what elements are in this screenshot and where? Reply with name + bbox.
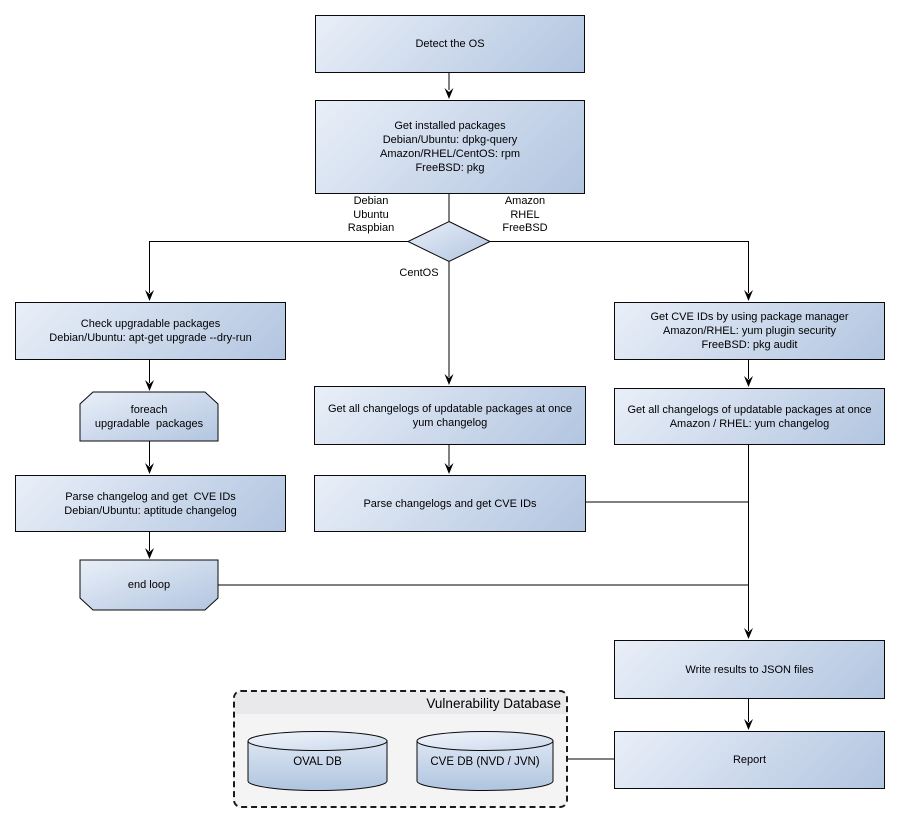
node-label: Parse changelog and get CVE IDs: [65, 490, 236, 503]
foreach-loop-text: foreach upgradable packages: [80, 392, 218, 441]
branch-label-debian-group: Debian Ubuntu Raspbian: [325, 195, 417, 236]
node-label: Report: [732, 754, 767, 766]
node-label: yum changelog: [412, 416, 488, 429]
branch-label-amazon-group: Amazon RHEL FreeBSD: [479, 195, 571, 236]
node-label: Amazon/RHEL: yum plugin security: [662, 325, 836, 337]
node-label: Get all changelogs of updatable packages…: [327, 402, 572, 415]
arrowhead: [145, 463, 154, 474]
node-label: Write results to JSON files: [685, 663, 814, 676]
node-parse-changelogs-centos: Parse changelogs and get CVE IDs: [314, 475, 586, 532]
node-get-installed-packages: Get installed packages Debian/Ubuntu: dp…: [315, 100, 585, 194]
branch-label: CentOS: [399, 267, 439, 279]
vulnerability-database-header: Vulnerability Database: [235, 692, 566, 714]
vulnerability-database-title: Vulnerability Database: [426, 695, 561, 711]
arrowhead: [145, 548, 154, 559]
node-get-cve-ids-package-manager: Get CVE IDs by using package manager Ama…: [614, 302, 885, 360]
end-loop-text: end loop: [80, 560, 218, 610]
branch-label: Debian: [353, 195, 389, 207]
node-label: end loop: [127, 579, 171, 591]
node-report: Report: [614, 731, 885, 789]
arrowhead: [145, 380, 154, 391]
node-label: Check upgradable packages: [80, 318, 221, 330]
node-label: Get CVE IDs by using package manager: [650, 311, 849, 323]
arrowhead: [444, 88, 454, 99]
arrowhead: [744, 719, 753, 730]
node-detect-os: Detect the OS: [315, 15, 585, 73]
branch-label: Amazon: [504, 195, 546, 207]
branch-label-centos: CentOS: [389, 267, 449, 281]
oval-db-cylinder-body: [247, 740, 388, 791]
edge-decision-left: [149, 241, 408, 293]
node-get-changelogs-amazon: Get all changelogs of updatable packages…: [614, 388, 885, 445]
arrowhead: [444, 463, 454, 474]
arrowhead: [744, 628, 753, 639]
node-label: foreach: [130, 403, 168, 416]
oval-db-cylinder: [247, 731, 388, 791]
node-label: Debian/Ubuntu: apt-get upgrade --dry-run: [49, 332, 252, 344]
branch-label: RHEL: [510, 208, 540, 221]
node-label: Amazon / RHEL: yum changelog: [669, 417, 830, 430]
node-label: FreeBSD: pkg audit: [701, 339, 798, 351]
node-check-upgradable-packages: Check upgradable packages Debian/Ubuntu:…: [15, 302, 286, 360]
node-label: Amazon/RHEL/CentOS: rpm: [380, 148, 520, 160]
os-decision-diamond: [406, 220, 492, 263]
node-label: Get installed packages: [394, 120, 506, 132]
oval-db-cylinder-lid: [247, 731, 388, 751]
node-label: Get all changelogs of updatable packages…: [627, 403, 872, 416]
arrowheads: [145, 88, 753, 730]
arrowhead: [444, 374, 454, 385]
node-label: Parse changelogs and get CVE IDs: [363, 497, 537, 510]
node-detect-os-label: Detect the OS: [415, 38, 485, 50]
node-label: upgradable packages: [94, 417, 204, 430]
end-loop-shape: [79, 559, 219, 611]
cve-db-cylinder: [416, 731, 554, 791]
node-label: Debian/Ubuntu: dpkg-query: [382, 134, 518, 146]
branch-label: Ubuntu: [353, 208, 389, 221]
arrowhead: [145, 290, 154, 301]
branch-label: FreeBSD: [502, 222, 548, 234]
arrowhead: [744, 290, 753, 301]
node-label: Debian/Ubuntu: aptitude changelog: [64, 504, 237, 517]
edge-decision-right: [490, 241, 749, 293]
arrowhead: [744, 376, 753, 387]
cve-db-cylinder-lid: [416, 731, 554, 751]
branch-label: Raspbian: [347, 222, 395, 234]
cve-db-cylinder-body: [416, 740, 554, 791]
cve-db-label: CVE DB (NVD / JVN): [430, 756, 540, 768]
oval-db-label: OVAL DB: [293, 756, 342, 768]
node-write-results-json: Write results to JSON files: [614, 640, 885, 699]
node-label: FreeBSD: pkg: [415, 162, 485, 174]
foreach-loop-shape: [79, 391, 219, 442]
node-get-changelogs-centos: Get all changelogs of updatable packages…: [314, 386, 586, 445]
connector-lines: [149, 71, 749, 760]
node-parse-changelog-left: Parse changelog and get CVE IDs Debian/U…: [15, 475, 286, 532]
